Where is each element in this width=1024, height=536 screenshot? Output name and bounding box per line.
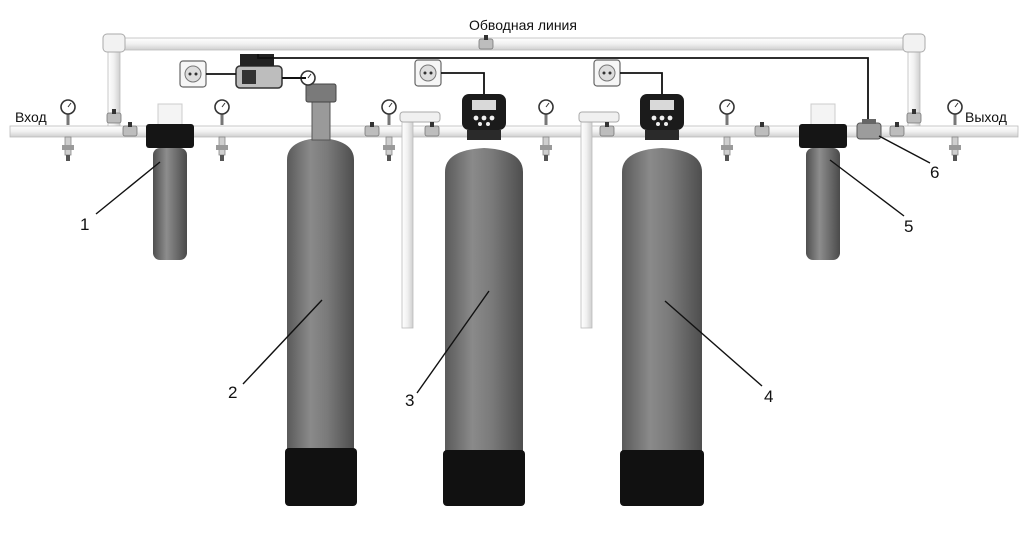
tap-icon [382,136,396,162]
component-6 [856,119,882,140]
power-socket-icon [179,60,207,88]
callout-1: 1 [80,215,89,234]
control-valve-icon [640,94,684,140]
tap-icon [61,136,75,162]
outlet-label: Выход [965,109,1007,125]
callout-4: 4 [764,387,773,406]
bypass-label: Обводная линия [469,17,577,33]
leader-lines [95,135,931,394]
pressure-gauge-icon [946,98,964,127]
tank-3 [414,59,525,506]
control-valve-icon [462,94,506,140]
callout-3: 3 [405,391,414,410]
tank-4 [593,59,704,506]
bypass-line [102,33,926,131]
valve-icon [424,121,440,137]
tank-2 [285,69,357,506]
control-wire [257,54,869,119]
main-pipe [9,125,1019,138]
power-socket-icon [593,59,621,87]
tap-icon [720,136,734,162]
tap-icon [948,136,962,162]
cartridge-filter-5 [799,103,847,260]
callout-6: 6 [930,163,939,182]
bypass-valve-icon [478,34,494,50]
valve-icon [364,121,380,137]
callout-5: 5 [904,217,913,236]
pressure-gauge-icon [380,98,398,127]
valve-icon [122,121,138,137]
valve-icon [889,121,905,137]
valve-icon [599,121,615,137]
riser-pipes [399,111,620,329]
inlet-label: Вход [15,109,47,125]
valve-icon [754,121,770,137]
compressor-pump [179,54,306,89]
tap-icon [539,136,553,162]
pressure-gauge-icon [59,98,77,127]
callout-2: 2 [228,383,237,402]
pressure-gauge-icon [718,98,736,127]
cartridge-filter-1 [146,103,194,260]
tap-icon [215,136,229,162]
pressure-gauge-icon [537,98,555,127]
power-socket-icon [414,59,442,87]
pressure-gauge-icon [213,98,231,127]
